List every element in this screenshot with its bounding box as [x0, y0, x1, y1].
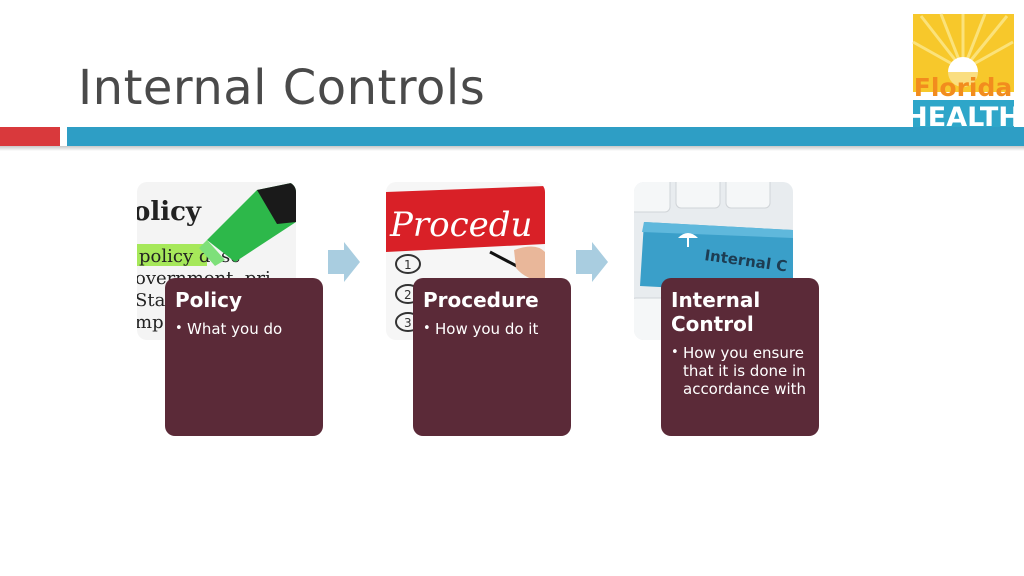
- highlighter-icon: [199, 182, 296, 266]
- card-bullet: •What you do: [175, 320, 283, 338]
- card-bullet: •How you ensure that it is done in accor…: [671, 344, 807, 398]
- card-internal-control: Internal Control •How you ensure that it…: [661, 278, 819, 436]
- svg-text:mp: mp: [137, 312, 164, 333]
- arrow-right-icon: [576, 242, 608, 282]
- umbrella-icon: [678, 233, 698, 247]
- logo-word-florida: Florida: [914, 73, 1013, 102]
- card-procedure: Procedure •How you do it: [413, 278, 571, 436]
- svg-text:3: 3: [404, 316, 412, 330]
- slide-title: Internal Controls: [78, 60, 486, 116]
- logo-word-health: HEALTH: [911, 102, 1016, 130]
- card-title: Procedure: [423, 288, 539, 312]
- header-rule-red: [0, 127, 60, 146]
- card-bullet: •How you do it: [423, 320, 539, 338]
- svg-text:2: 2: [404, 288, 412, 302]
- card-title: Internal Control: [671, 288, 761, 336]
- florida-health-logo: Florida HEALTH: [911, 12, 1016, 130]
- hand-pen-icon: [489, 246, 545, 282]
- procedure-photo-heading: Procedu: [389, 205, 532, 245]
- card-title: Policy: [175, 288, 243, 312]
- svg-text:1: 1: [404, 258, 412, 272]
- arrow-right-icon: [328, 242, 360, 282]
- policy-photo-heading: olicy: [137, 197, 202, 227]
- header-rule-blue: [67, 127, 1024, 146]
- card-policy: Policy •What you do: [165, 278, 323, 436]
